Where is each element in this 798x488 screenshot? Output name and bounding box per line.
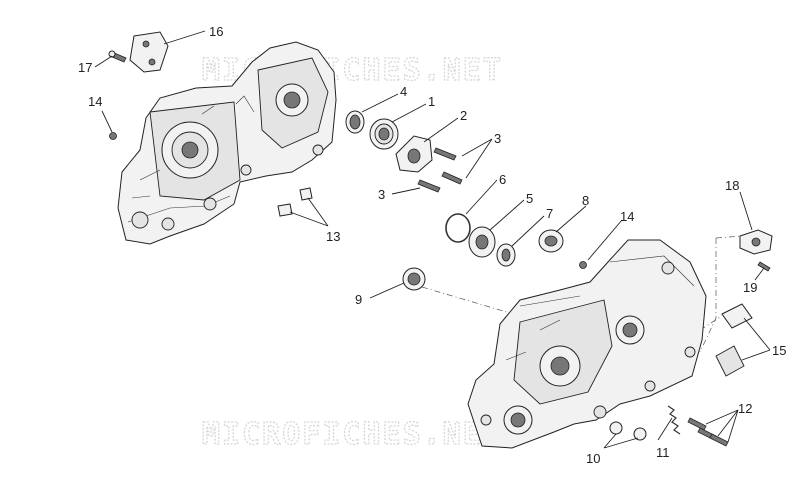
part-13-dowels	[277, 187, 313, 217]
part-5-bearing	[468, 226, 496, 258]
part-12-screws	[687, 417, 729, 447]
callout-15: 15	[772, 343, 786, 358]
part-18-sensor	[739, 229, 773, 255]
part-7-seal	[496, 243, 516, 267]
part-14-plug-left	[109, 132, 117, 140]
callout-16: 16	[209, 24, 223, 39]
callout-labels: 16 17 14 4 1 2 3 3 6 5 7 8 14 13 18 19 9…	[78, 24, 786, 466]
left-crankcase-half	[117, 41, 337, 245]
part-3-bolts	[417, 147, 463, 193]
part-2-retainer-plate	[395, 135, 433, 173]
callout-5: 5	[526, 191, 533, 206]
part-1-bearing	[369, 118, 399, 150]
callout-19: 19	[743, 280, 757, 295]
part-4-seal	[345, 110, 365, 134]
part-9-seal	[402, 267, 426, 291]
callout-18: 18	[725, 178, 739, 193]
assembly-lines	[421, 235, 743, 353]
callout-3: 3	[494, 131, 501, 146]
watermark-bottom: MICROFICHES.NET	[202, 417, 503, 452]
callout-3: 3	[378, 187, 385, 202]
part-14-plug-right	[579, 261, 587, 269]
callout-7: 7	[546, 206, 553, 221]
callout-14: 14	[620, 209, 634, 224]
callout-1: 1	[428, 94, 435, 109]
part-17-screw	[108, 50, 127, 63]
callout-4: 4	[400, 84, 407, 99]
callout-2: 2	[460, 108, 467, 123]
callout-12: 12	[738, 401, 752, 416]
part-8-bearing	[538, 229, 564, 253]
callout-11: 11	[656, 445, 670, 460]
callout-10: 10	[586, 451, 600, 466]
callout-6: 6	[499, 172, 506, 187]
callout-8: 8	[582, 193, 589, 208]
part-19-screw	[757, 261, 771, 272]
callout-17: 17	[78, 60, 92, 75]
part-10-dowels	[609, 421, 647, 441]
part-15-pads	[715, 303, 753, 377]
callout-13: 13	[326, 229, 340, 244]
part-6-circlip	[445, 213, 471, 243]
part-11-spring	[667, 405, 681, 435]
callout-9: 9	[355, 292, 362, 307]
part-16-breather-plate	[129, 31, 169, 73]
leader-lines	[94, 30, 771, 449]
callout-14: 14	[88, 94, 102, 109]
right-crankcase-half	[467, 239, 707, 449]
